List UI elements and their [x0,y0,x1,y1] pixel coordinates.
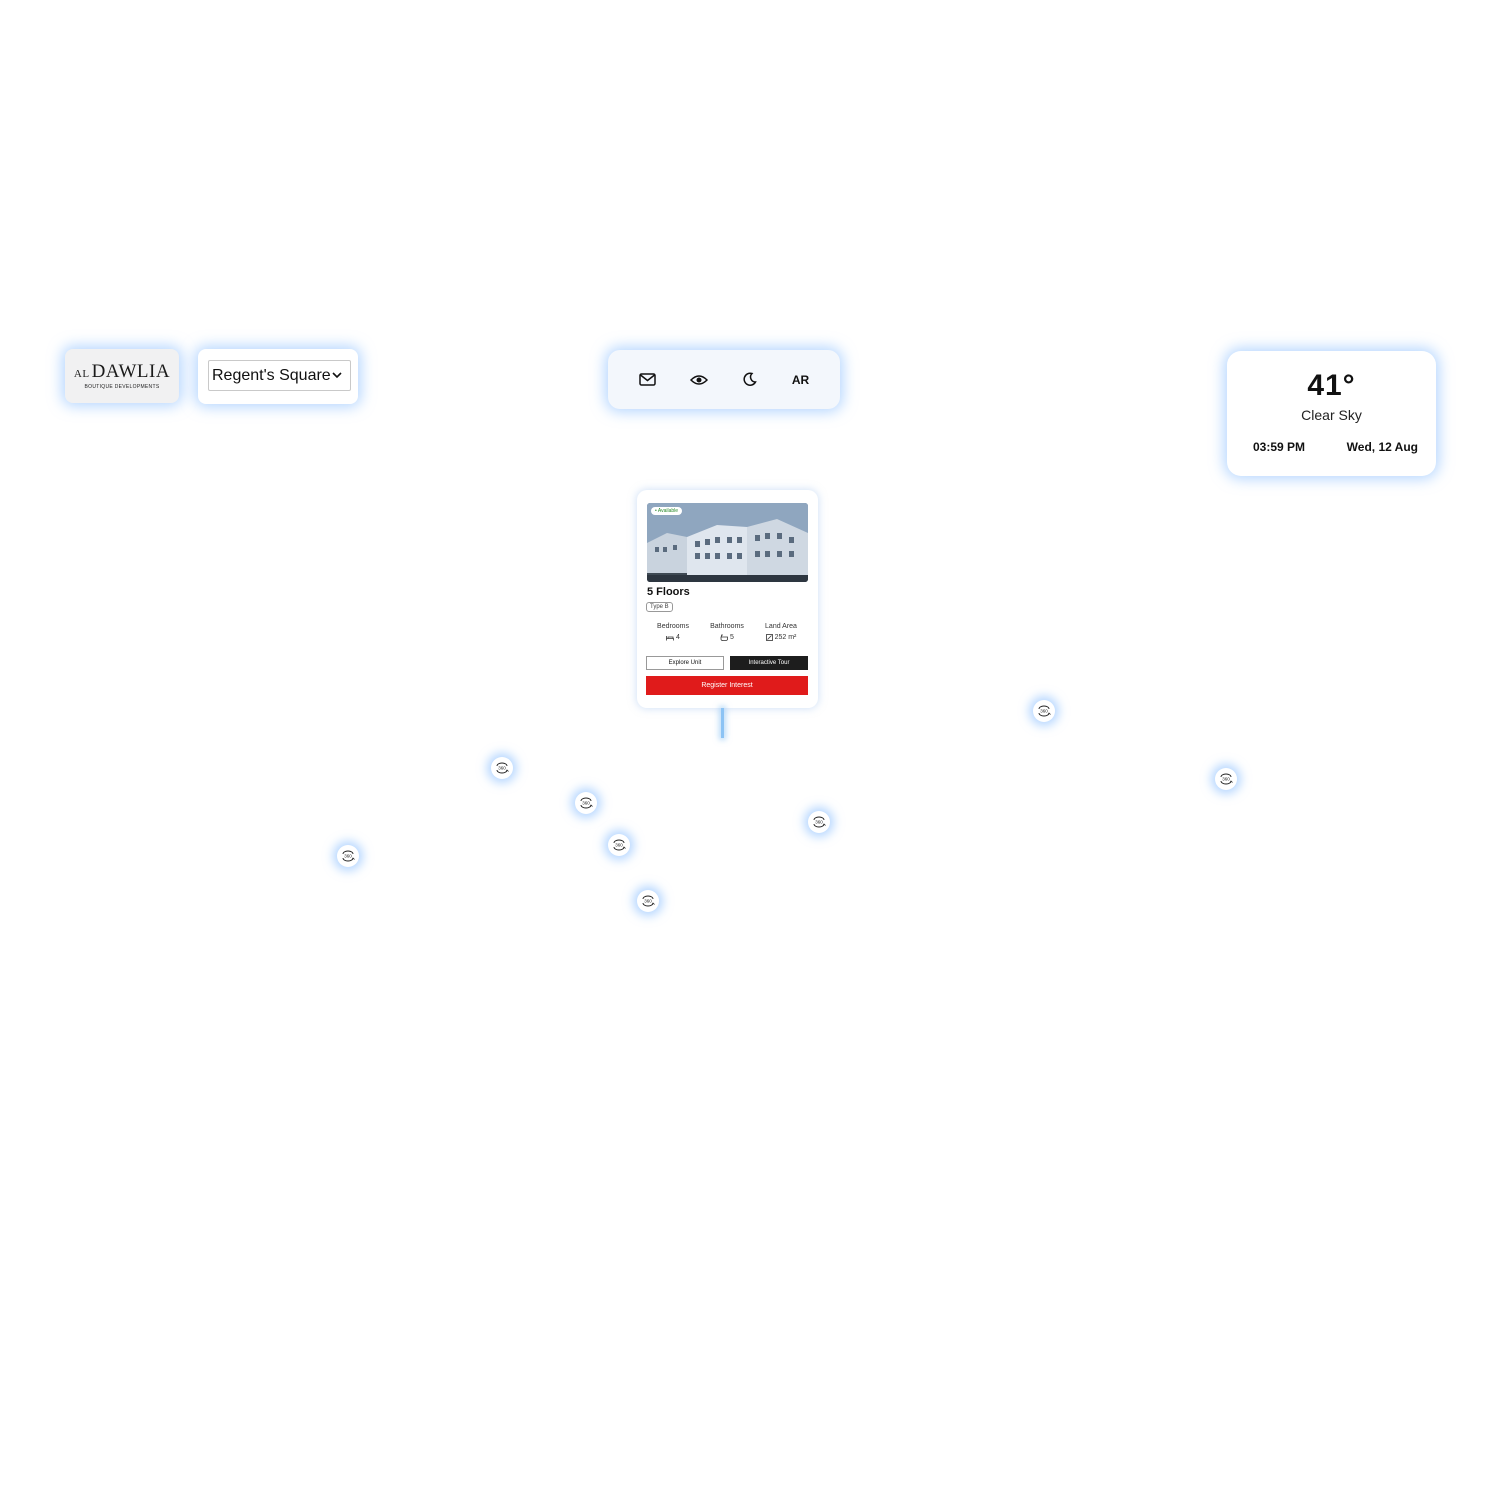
view-toggle-button[interactable] [684,365,714,395]
svg-text:360: 360 [1222,777,1230,782]
tour-360-marker[interactable]: 360 [337,845,359,867]
spec-bedrooms-value: 4 [676,634,680,641]
360-view-icon: 360 [813,816,826,828]
chevron-down-icon [332,372,342,379]
moon-icon [743,372,757,386]
bath-icon [720,634,728,641]
unit-photo: • Available [647,503,808,582]
tour-360-marker[interactable]: 360 [1215,768,1237,790]
spec-land-area: Land Area 252 m² [759,623,803,641]
explore-unit-button[interactable]: Explore Unit [646,656,724,670]
bed-icon [666,635,674,640]
dark-mode-button[interactable] [735,365,765,395]
availability-badge: • Available [651,507,683,515]
language-toggle-button[interactable]: AR [791,372,810,387]
building-image [647,503,808,582]
svg-text:360: 360 [498,766,506,771]
spec-bedrooms: Bedrooms 4 [651,623,695,641]
spec-bathrooms-label: Bathrooms [710,623,744,630]
project-selector-panel: Regent's Square [198,349,358,404]
360-view-icon: 360 [1038,705,1051,717]
360-view-icon: 360 [613,839,626,851]
contact-button[interactable] [633,365,663,395]
area-icon [765,634,773,641]
svg-text:360: 360 [644,899,652,904]
top-toolbar: AR [608,350,840,409]
360-view-icon: 360 [642,895,655,907]
unit-title: 5 Floors [647,586,690,598]
unit-card: • Available 5 Floors Type B Bedrooms 4 B… [637,490,818,708]
svg-text:360: 360 [1040,709,1048,714]
360-view-icon: 360 [496,762,509,774]
logo-tagline: BOUTIQUE DEVELOPMENTS [84,384,160,390]
spec-bedrooms-label: Bedrooms [657,623,689,630]
register-interest-button[interactable]: Register Interest [646,676,808,695]
unit-type-tag: Type B [646,602,673,612]
tour-360-marker[interactable]: 360 [1033,700,1055,722]
svg-text:360: 360 [582,801,590,806]
logo-prefix: AL [73,368,90,380]
card-pointer-line [721,708,724,738]
weather-time: 03:59 PM [1253,440,1306,454]
tour-360-marker[interactable]: 360 [491,757,513,779]
360-view-icon: 360 [580,797,593,809]
360-view-icon: 360 [1220,773,1233,785]
spec-bathrooms: Bathrooms 5 [704,623,750,641]
svg-text:360: 360 [815,820,823,825]
weather-temperature: 41° [1307,369,1356,402]
project-select[interactable]: Regent's Square [208,360,351,391]
interactive-tour-button[interactable]: Interactive Tour [730,656,808,670]
tour-360-marker[interactable]: 360 [637,890,659,912]
spec-bathrooms-value: 5 [730,634,734,641]
weather-widget: 41° Clear Sky 03:59 PM Wed, 12 Aug [1227,351,1436,476]
tour-360-marker[interactable]: 360 [608,834,630,856]
weather-condition: Clear Sky [1301,407,1362,423]
eye-icon [689,374,708,385]
tour-360-marker[interactable]: 360 [575,792,597,814]
logo-main-text: DAWLIA [91,361,171,382]
tour-360-marker[interactable]: 360 [808,811,830,833]
svg-text:360: 360 [344,854,352,859]
360-view-icon: 360 [342,850,355,862]
spec-land-area-label: Land Area [765,623,797,630]
weather-date: Wed, 12 Aug [1346,440,1418,454]
spec-land-area-value: 252 m² [774,634,797,641]
project-select-value: Regent's Square [212,366,331,384]
mail-icon [639,373,656,386]
svg-text:360: 360 [615,843,623,848]
